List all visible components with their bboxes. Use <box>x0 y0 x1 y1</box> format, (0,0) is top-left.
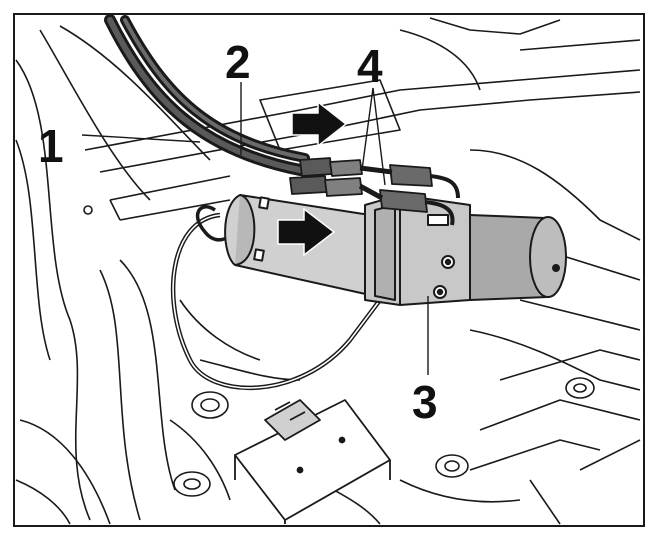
leader-4b <box>372 87 386 186</box>
leader-lines <box>81 82 429 375</box>
callout-4: 4 <box>357 40 383 92</box>
callout-2: 2 <box>225 36 251 88</box>
callout-1: 1 <box>38 120 64 172</box>
arrow-lower <box>277 207 336 257</box>
callout-3: 3 <box>412 376 438 428</box>
direction-arrows <box>277 100 348 257</box>
leader-1 <box>81 134 201 143</box>
pump-motor <box>224 194 567 306</box>
hydraulic-lines <box>104 14 310 176</box>
leader-4a <box>361 87 374 171</box>
hose-connectors <box>289 157 460 226</box>
arrow-upper <box>291 100 348 148</box>
junction-box <box>234 399 391 524</box>
